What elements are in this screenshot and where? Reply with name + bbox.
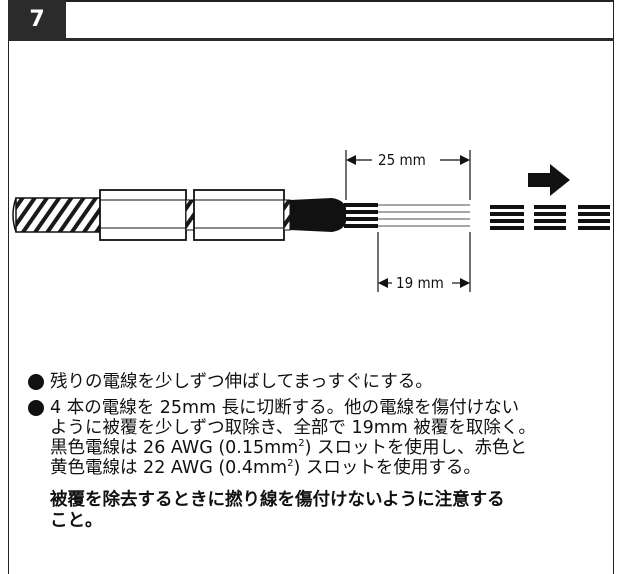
braid-gap-2 (283, 199, 291, 231)
instruction-bullet-1: 残りの電線を少しずつ伸ばしてまっすぐにする。 (28, 372, 608, 392)
step-number-badge: 7 (8, 0, 66, 38)
bullet-2-line-3: 黒色電線は 26 AWG (0.15mm2) スロットを使用し、赤色と (50, 438, 608, 458)
label-25mm: 25 mm (378, 151, 426, 169)
bullet-2-line-1: 4 本の電線を 25mm 長に切断する。他の電線を傷付けない (50, 398, 520, 418)
line-3-prefix: 黒色電線は 26 AWG (0.15mm (50, 438, 299, 458)
step-header-rule (8, 38, 614, 41)
cable-jacket (290, 198, 346, 232)
bullet-dot-icon (28, 374, 44, 390)
bullet-2-line-4: 黄色電線は 22 AWG (0.4mm2) スロットを使用する。 (50, 458, 608, 478)
sleeve-2 (193, 189, 285, 241)
page-frame (8, 0, 614, 574)
warning-note: 被覆を除去するときに撚り線を傷付けないように注意する こと。 (28, 490, 608, 532)
superscript-2: 2 (298, 438, 305, 450)
warning-line-2: こと。 (50, 511, 103, 531)
instruction-bullet-2: 4 本の電線を 25mm 長に切断する。他の電線を傷付けない ように被覆を少しず… (28, 398, 608, 478)
bullet-1-text: 残りの電線を少しずつ伸ばしてまっすぐにする。 (50, 372, 433, 392)
cut-wire-segments (490, 205, 610, 230)
line-3-suffix: ) スロットを使用し、赤色と (304, 438, 527, 458)
bare-conductors (378, 204, 470, 227)
bullet-2-line-2: ように被覆を少しずつ取除き、全部で 19mm 被覆を取除く。 (50, 418, 536, 438)
warning-line-1: 被覆を除去するときに撚り線を傷付けないように注意する (50, 490, 505, 510)
dimension-25mm (345, 150, 471, 200)
insulated-wires (344, 203, 378, 228)
superscript-2: 2 (287, 458, 294, 470)
braided-cable (12, 197, 103, 233)
label-19mm: 19 mm (396, 274, 444, 292)
line-4-suffix: ) スロットを使用する。 (293, 458, 481, 478)
bullet-dot-icon (28, 400, 44, 416)
dimension-19mm (377, 232, 471, 292)
instructions: 残りの電線を少しずつ伸ばしてまっすぐにする。 4 本の電線を 25mm 長に切断… (28, 372, 608, 532)
top-border (8, 0, 614, 2)
sleeve-1 (99, 189, 187, 241)
line-4-prefix: 黄色電線は 22 AWG (0.4mm (50, 458, 288, 478)
braid-gap (185, 199, 195, 231)
direction-arrow-icon (528, 164, 570, 196)
cable-stripping-illustration: 25 mm 19 mm (12, 150, 610, 292)
